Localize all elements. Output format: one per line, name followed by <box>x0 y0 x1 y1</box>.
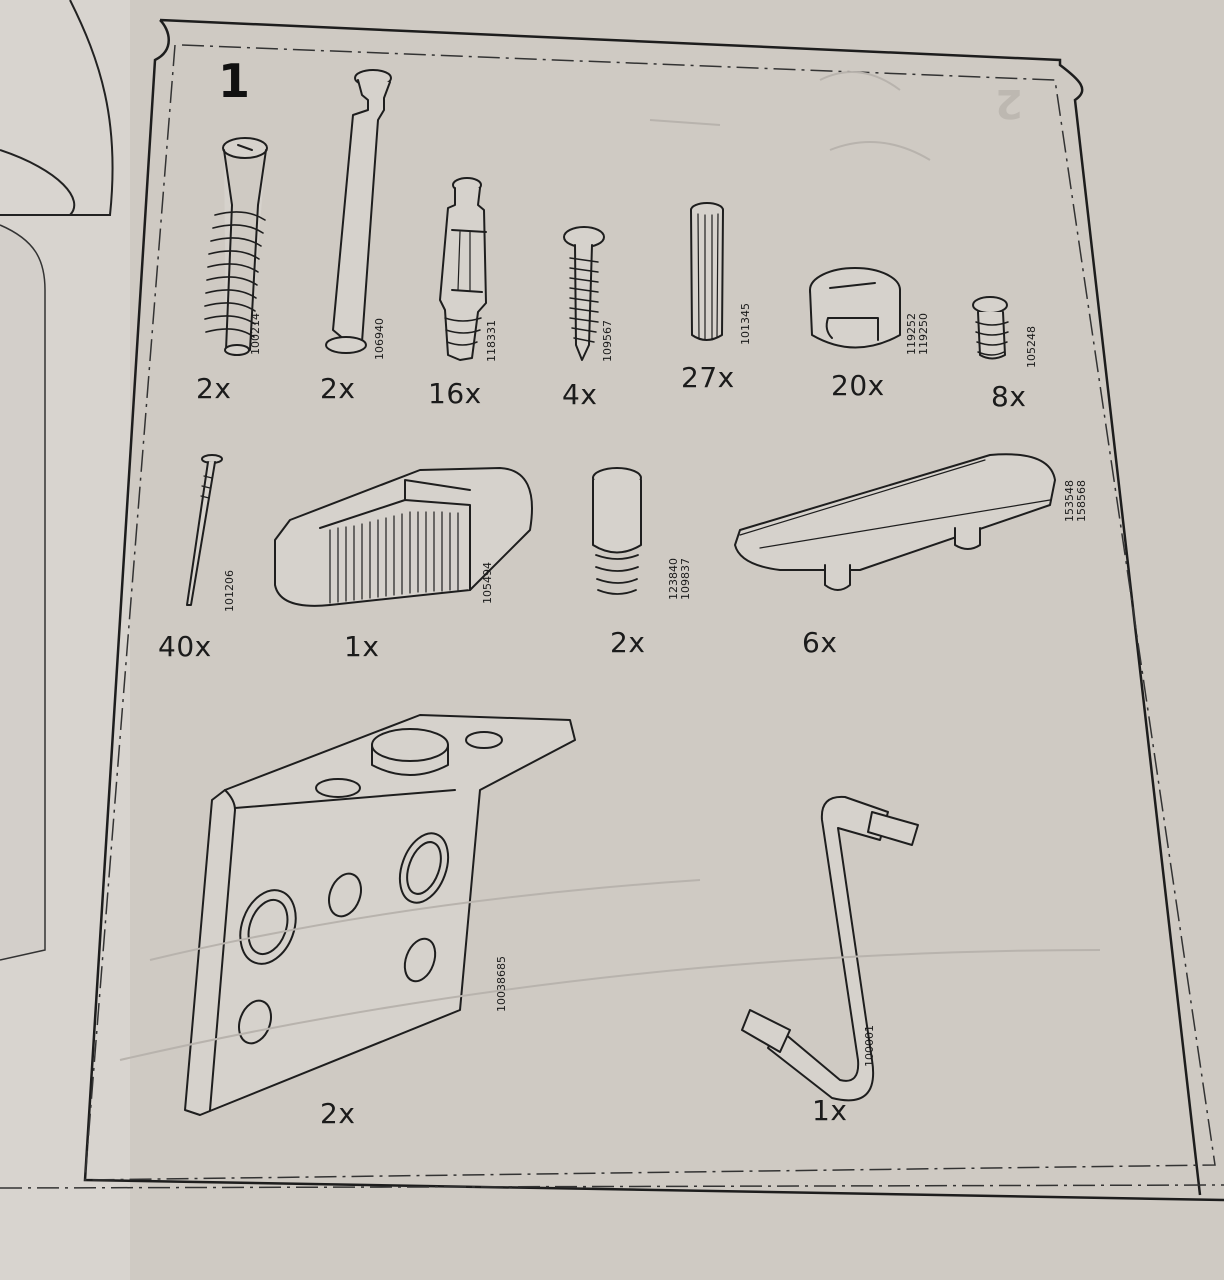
qty-plastic-wedge: 1x <box>344 630 380 663</box>
nail-icon <box>186 454 223 606</box>
art-short-screw: 105248 <box>1025 326 1038 368</box>
plastic-wedge-icon <box>274 467 533 607</box>
qty-allen-key: 1x <box>812 1094 848 1127</box>
qty-shelf-pin: 2x <box>610 626 646 659</box>
long-dowel-icon <box>325 69 392 354</box>
qty-nail: 40x <box>158 630 212 663</box>
art-cam-bolt-screw: 100214 <box>249 313 262 355</box>
small-screw-icon <box>563 226 605 361</box>
allen-key-icon <box>741 795 919 1102</box>
qty-handle: 6x <box>802 626 838 659</box>
art-plastic-wedge: 105494 <box>481 562 494 604</box>
qty-angle-bracket: 2x <box>320 1097 356 1130</box>
art-expansion-dowel: 118331 <box>485 320 498 362</box>
art-angle-bracket: 10038685 <box>495 956 508 1012</box>
art-long-dowel: 106940 <box>373 318 386 360</box>
art-small-screw: 109567 <box>601 320 614 362</box>
handle-icon <box>734 453 1056 591</box>
qty-short-screw: 8x <box>991 380 1027 413</box>
art-shelf-pin: 123840 109837 <box>667 558 692 600</box>
art-wooden-dowel: 101345 <box>739 303 752 345</box>
qty-long-dowel: 2x <box>320 372 356 405</box>
qty-small-screw: 4x <box>562 378 598 411</box>
shelf-pin-icon <box>592 467 642 595</box>
qty-cam-lock: 20x <box>831 369 885 402</box>
qty-cam-bolt-screw: 2x <box>196 372 232 405</box>
qty-wooden-dowel: 27x <box>681 361 735 394</box>
expansion-dowel-icon <box>439 177 487 361</box>
ghost-step-number: 2 <box>995 80 1023 126</box>
wooden-dowel-icon <box>690 202 724 341</box>
cam-bolt-screw-icon <box>204 137 268 356</box>
short-screw-icon <box>972 296 1009 360</box>
cam-lock-icon <box>809 267 901 349</box>
art-nail: 101206 <box>223 570 236 612</box>
art-handle: 153548 158568 <box>1063 480 1088 522</box>
qty-expansion-dowel: 16x <box>428 377 482 410</box>
art-cam-lock: 119252 119250 <box>905 313 930 355</box>
art-allen-key: 100001 <box>863 1025 876 1067</box>
step-number: 1 <box>218 54 251 108</box>
